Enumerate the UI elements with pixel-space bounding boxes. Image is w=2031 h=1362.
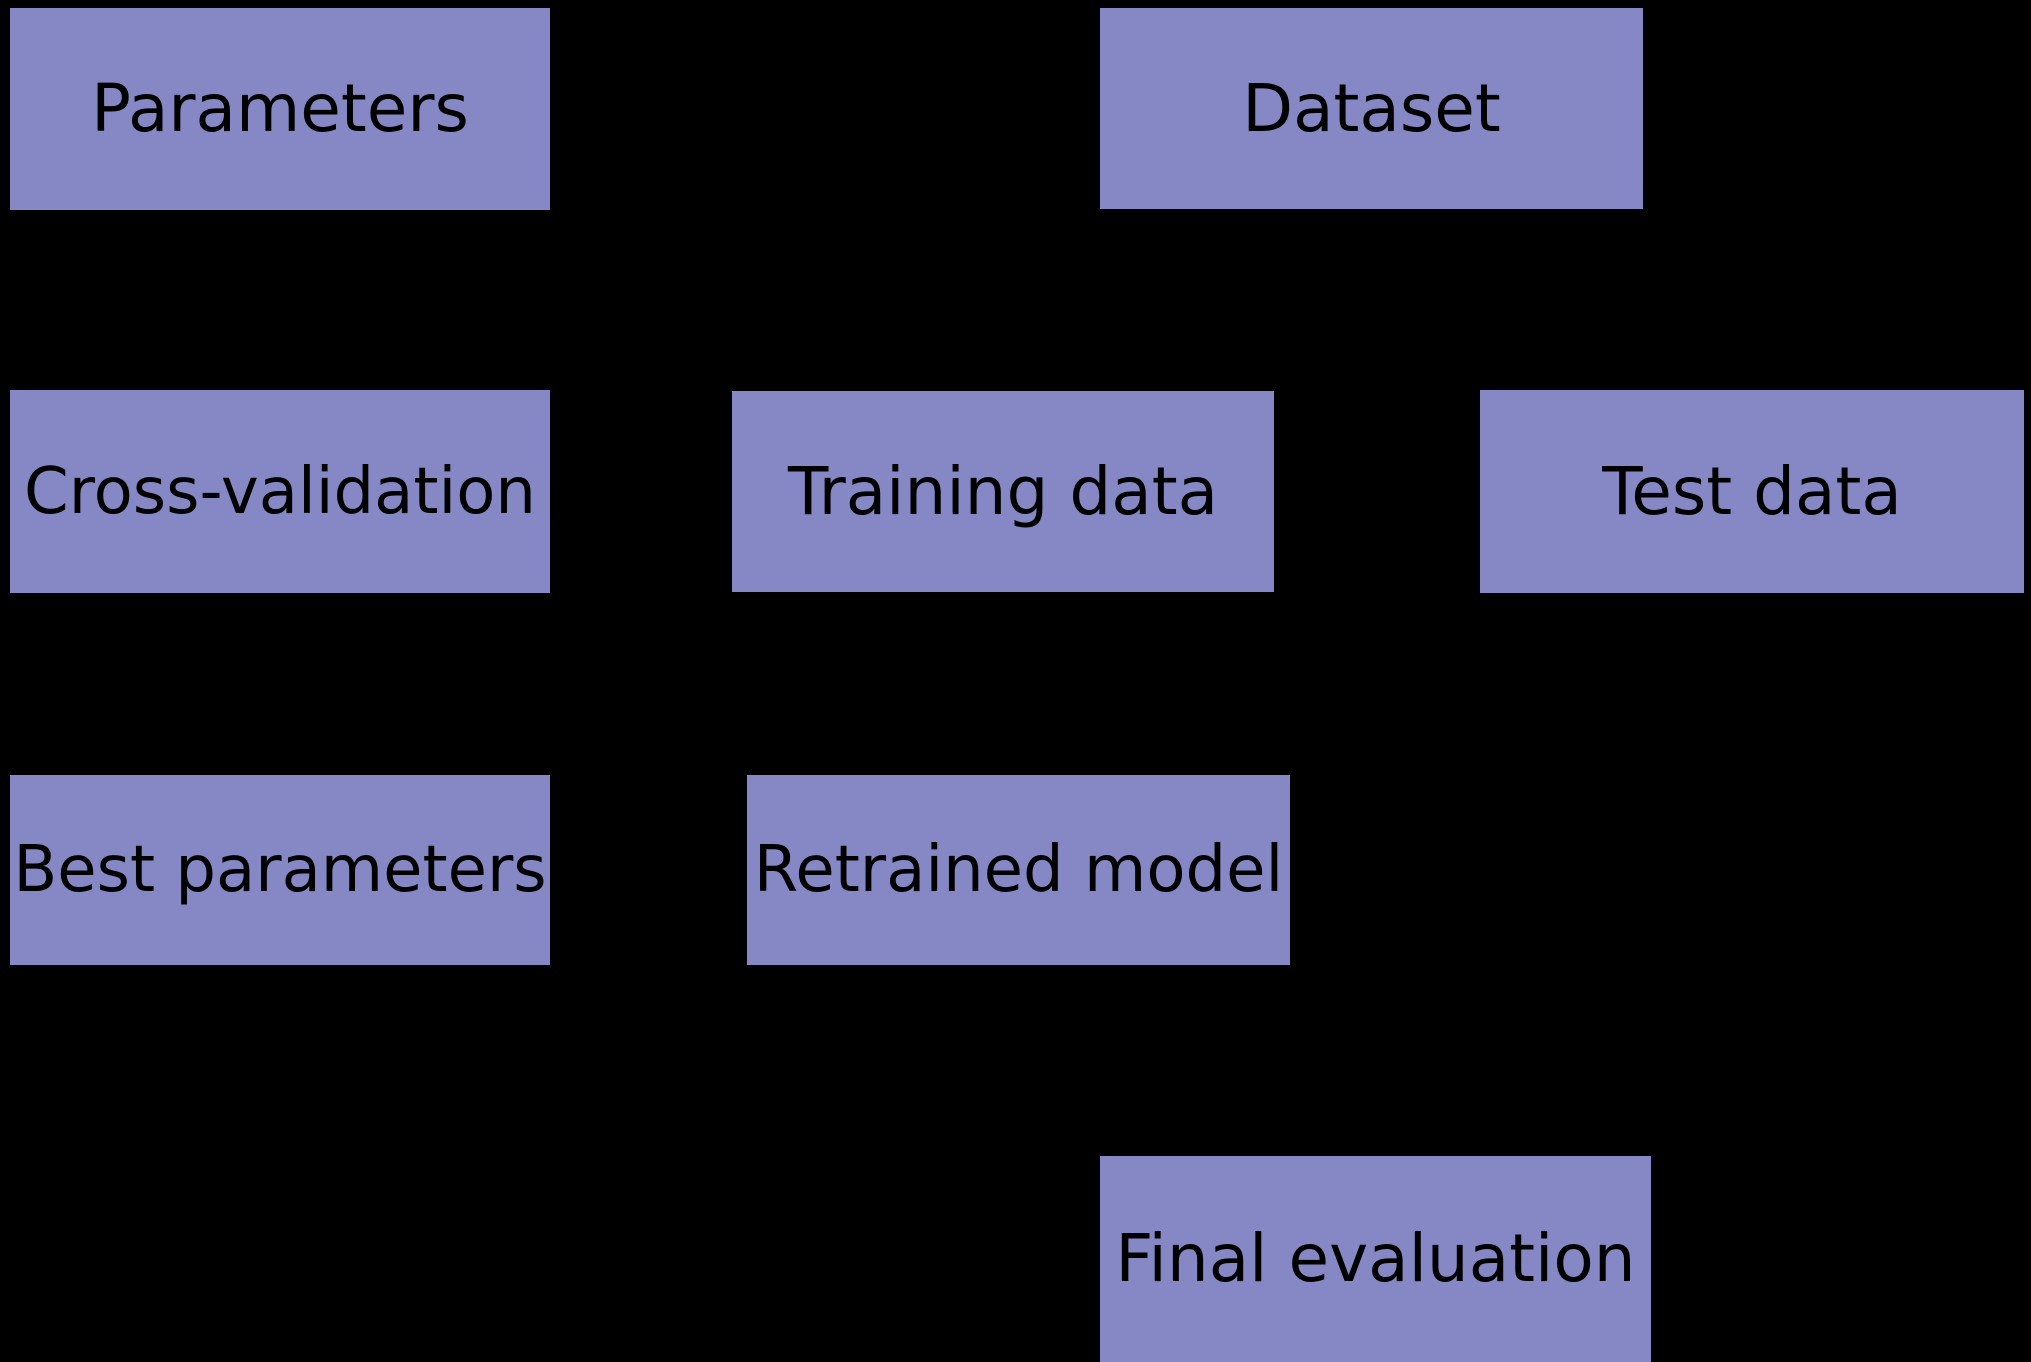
diagram-node-label: Test data (1602, 452, 1902, 530)
diagram-node-label: Best parameters (13, 833, 547, 907)
diagram-node-final-evaluation[interactable]: Final evaluation (1100, 1156, 1651, 1362)
diagram-node-label: Final evaluation (1115, 1220, 1636, 1297)
diagram-node-training-data[interactable]: Training data (732, 391, 1274, 592)
diagram-node-parameters[interactable]: Parameters (10, 8, 550, 210)
diagram-node-label: Retrained model (753, 833, 1284, 907)
diagram-node-label: Dataset (1242, 69, 1501, 147)
diagram-node-dataset[interactable]: Dataset (1100, 8, 1643, 209)
diagram-node-test-data[interactable]: Test data (1480, 390, 2024, 593)
diagram-node-label: Cross-validation (24, 454, 536, 529)
diagram-node-cross-validation[interactable]: Cross-validation (10, 390, 550, 593)
diagram-node-retrained-model[interactable]: Retrained model (747, 775, 1290, 965)
diagram-node-label: Training data (787, 452, 1219, 530)
diagram-node-label: Parameters (91, 70, 469, 147)
diagram-node-best-parameters[interactable]: Best parameters (10, 775, 550, 965)
